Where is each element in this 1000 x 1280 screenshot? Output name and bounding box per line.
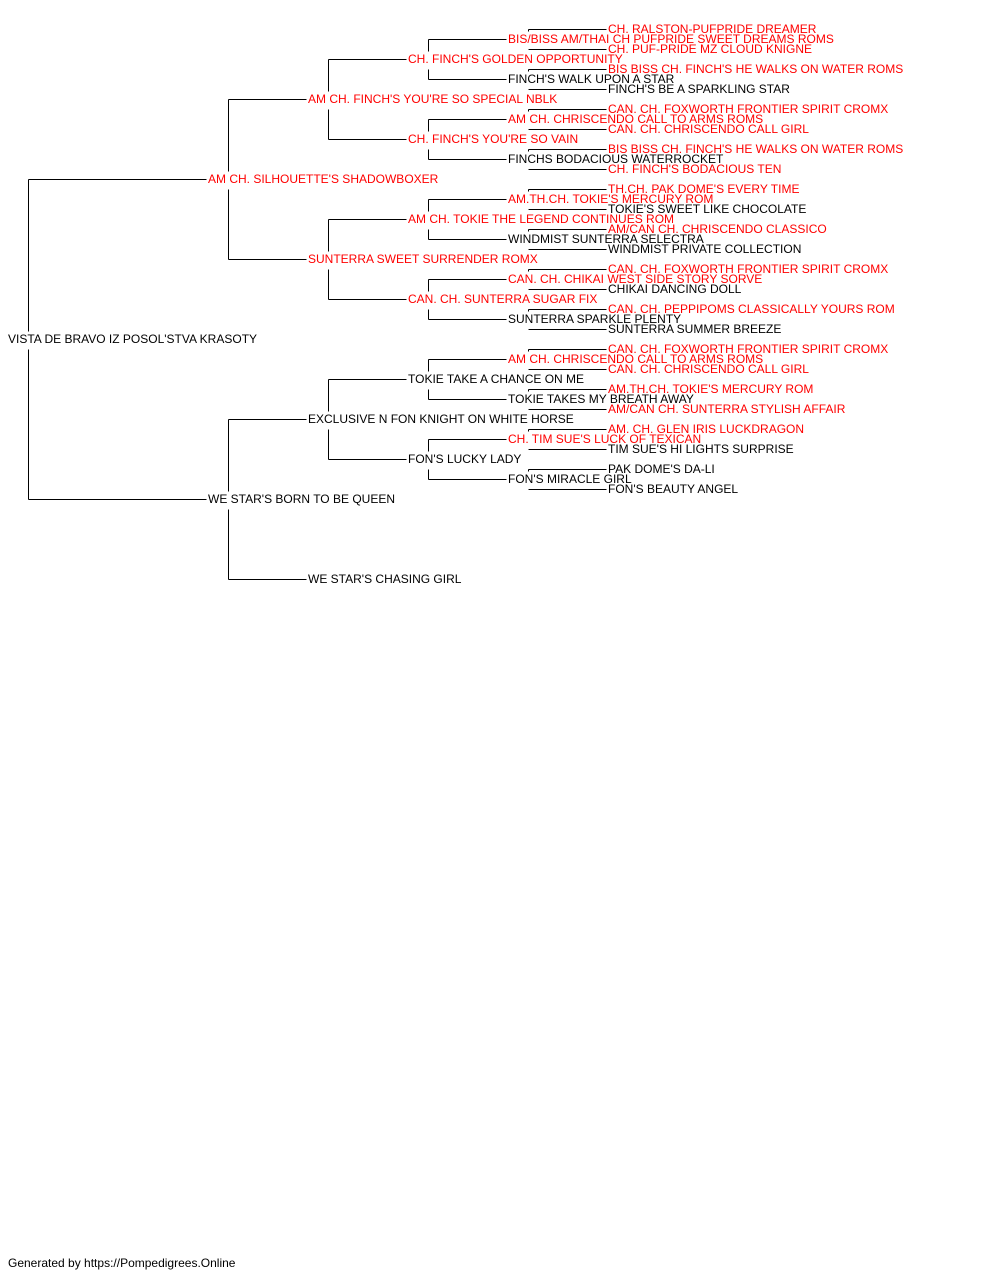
ancestor-name: FON'S MIRACLE GIRL: [508, 472, 632, 486]
ancestor-name: CHIKAI DANCING DOLL: [608, 282, 742, 296]
ancestor-name: CH. TIM SUE'S LUCK OF TEXICAN: [508, 432, 701, 446]
ancestor-name: AM/CAN CH. SUNTERRA STYLISH AFFAIR: [608, 402, 846, 416]
ancestor-name: CH. RALSTON-PUFPRIDE DREAMER: [608, 22, 817, 36]
ancestor-name: WINDMIST PRIVATE COLLECTION: [608, 242, 801, 256]
ancestor-name: CAN. CH. FOXWORTH FRONTIER SPIRIT CROMX: [608, 262, 888, 276]
ancestor-name: CH. FINCH'S GOLDEN OPPORTUNITY: [408, 52, 623, 66]
ancestor-name: TOKIE'S SWEET LIKE CHOCOLATE: [608, 202, 806, 216]
ancestor-name: AM.TH.CH. TOKIE'S MERCURY ROM: [608, 382, 813, 396]
ancestor-name: CH. FINCH'S BODACIOUS TEN: [608, 162, 781, 176]
ancestor-name: AM CH. CHRISCENDO CALL TO ARMS ROMS: [508, 112, 763, 126]
ancestor-name: SUNTERRA SUMMER BREEZE: [608, 322, 781, 336]
ancestor-name: WE STAR'S BORN TO BE QUEEN: [208, 492, 395, 506]
ancestor-name: CAN. CH. FOXWORTH FRONTIER SPIRIT CROMX: [608, 342, 888, 356]
subject-name: VISTA DE BRAVO IZ POSOL'STVA KRASOTY: [8, 332, 257, 346]
ancestor-name: CH. PUF-PRIDE MZ CLOUD KNIGNE: [608, 42, 812, 56]
ancestor-name: EXCLUSIVE N FON KNIGHT ON WHITE HORSE: [308, 412, 574, 426]
ancestor-name: AM CH. CHRISCENDO CALL TO ARMS ROMS: [508, 352, 763, 366]
ancestor-name: FINCHS BODACIOUS WATERROCKET: [508, 152, 724, 166]
ancestor-name: AM/CAN CH. CHRISCENDO CLASSICO: [608, 222, 827, 236]
ancestor-name: CAN. CH. CHIKAI WEST SIDE STORY SORVE: [508, 272, 762, 286]
ancestor-name: WINDMIST SUNTERRA SELECTRA: [508, 232, 704, 246]
ancestor-name: TIM SUE'S HI LIGHTS SURPRISE: [608, 442, 794, 456]
ancestor-name: SUNTERRA SWEET SURRENDER ROMX: [308, 252, 538, 266]
ancestor-name: CH. FINCH'S YOU'RE SO VAIN: [408, 132, 578, 146]
ancestor-name: BIS BISS CH. FINCH'S HE WALKS ON WATER R…: [608, 142, 903, 156]
ancestor-name: CAN. CH. CHRISCENDO CALL GIRL: [608, 362, 809, 376]
ancestor-name: CAN. CH. PEPPIPOMS CLASSICALLY YOURS ROM: [608, 302, 895, 316]
ancestor-name: TH.CH. PAK DOME'S EVERY TIME: [608, 182, 799, 196]
ancestor-name: BIS/BISS AM/THAI CH PUFPRIDE SWEET DREAM…: [508, 32, 834, 46]
ancestor-name: FON'S BEAUTY ANGEL: [608, 482, 738, 496]
ancestor-name: FINCH'S WALK UPON A STAR: [508, 72, 675, 86]
ancestor-name: CAN. CH. FOXWORTH FRONTIER SPIRIT CROMX: [608, 102, 888, 116]
ancestor-name: TOKIE TAKES MY BREATH AWAY: [508, 392, 694, 406]
ancestor-name: AM CH. TOKIE THE LEGEND CONTINUES ROM: [408, 212, 674, 226]
ancestor-name: AM CH. SILHOUETTE'S SHADOWBOXER: [208, 172, 439, 186]
footer-credit: Generated by https://Pompedigrees.Online: [8, 1256, 236, 1270]
ancestor-name: BIS BISS CH. FINCH'S HE WALKS ON WATER R…: [608, 62, 903, 76]
ancestor-name: FON'S LUCKY LADY: [408, 452, 521, 466]
ancestor-name: WE STAR'S CHASING GIRL: [308, 572, 462, 586]
ancestor-name: PAK DOME'S DA-LI: [608, 462, 715, 476]
ancestor-name: SUNTERRA SPARKLE PLENTY: [508, 312, 681, 326]
ancestor-name: CAN. CH. SUNTERRA SUGAR FIX: [408, 292, 597, 306]
ancestor-name: AM CH. FINCH'S YOU'RE SO SPECIAL NBLK: [308, 92, 557, 106]
ancestor-name: AM.TH.CH. TOKIE'S MERCURY ROM: [508, 192, 713, 206]
ancestor-name: CAN. CH. CHRISCENDO CALL GIRL: [608, 122, 809, 136]
ancestor-name: AM. CH. GLEN IRIS LUCKDRAGON: [608, 422, 804, 436]
ancestor-name: TOKIE TAKE A CHANCE ON ME: [408, 372, 584, 386]
ancestor-name: FINCH'S BE A SPARKLING STAR: [608, 82, 790, 96]
